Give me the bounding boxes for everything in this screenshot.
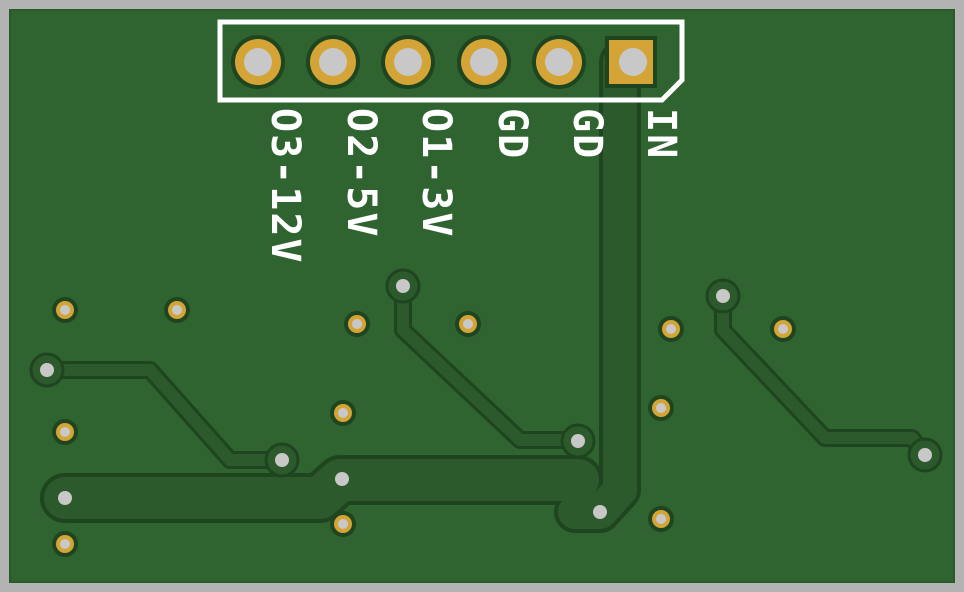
trace-end-vias: [29, 268, 943, 519]
header-pin-3: [381, 35, 435, 89]
via-hole: [396, 279, 410, 293]
pin-label-gd-2: GD: [564, 108, 610, 160]
traces-copper: [41, 45, 931, 529]
plated-via: [648, 395, 674, 421]
via-hole: [335, 472, 349, 486]
trace-left-loop-copper: [41, 364, 291, 466]
via-hole: [593, 505, 607, 519]
plated-via: [770, 316, 796, 342]
plated-via: [164, 297, 190, 323]
plated-via: [455, 311, 481, 337]
pin-labels: O3-12V O2-5V O1-3V GD GD IN: [262, 108, 684, 265]
trace-o1-net-copper: [397, 281, 584, 446]
plated-via: [658, 316, 684, 342]
via-hole: [58, 491, 72, 505]
header-pin-5: [532, 35, 586, 89]
plated-vias: [52, 297, 796, 557]
via-hole: [571, 434, 585, 448]
pin-label-o2-5v: O2-5V: [338, 108, 384, 238]
plated-via: [648, 506, 674, 532]
header-silkscreen-outline: [217, 19, 685, 103]
header-pin-2: [306, 35, 360, 89]
header-pin-6-square: [605, 36, 657, 88]
plated-via: [52, 419, 78, 445]
trace-main-bus-copper: [44, 459, 599, 519]
via-hole: [275, 453, 289, 467]
via-hole: [918, 448, 932, 462]
pin-label-o3-12v: O3-12V: [262, 108, 308, 265]
plated-via: [344, 311, 370, 337]
plated-via: [330, 511, 356, 537]
via-hole: [716, 289, 730, 303]
plated-via: [52, 531, 78, 557]
via-hole: [40, 363, 54, 377]
plated-via: [330, 400, 356, 426]
pin-label-o1-3v: O1-3V: [413, 108, 459, 238]
pin-label-in: IN: [638, 108, 684, 160]
trace-in-net-copper: [558, 45, 637, 529]
header-pins: [231, 35, 657, 89]
plated-via: [52, 297, 78, 323]
pin-label-gd-1: GD: [489, 108, 535, 160]
header-pin-1: [231, 35, 285, 89]
header-pin-4: [457, 35, 511, 89]
